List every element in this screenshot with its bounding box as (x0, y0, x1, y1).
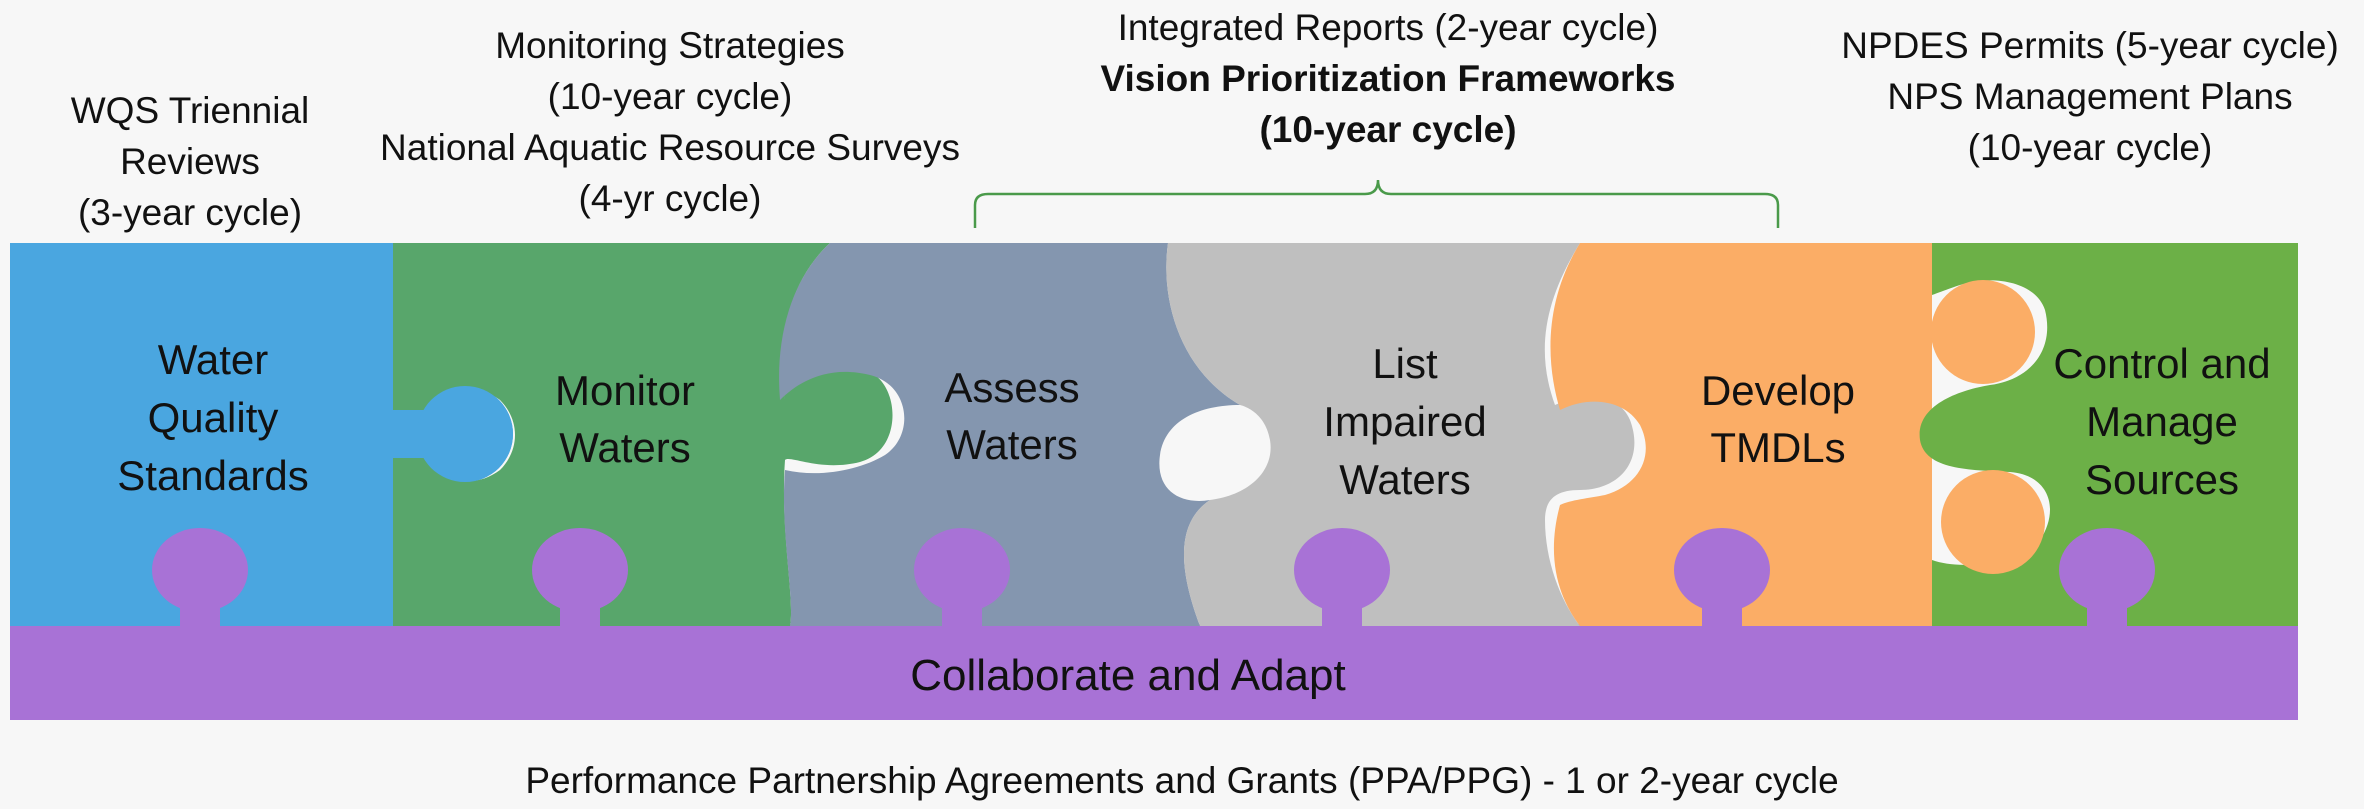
monitoring-line-3: National Aquatic Resource Surveys (380, 127, 960, 168)
piece-list-impaired-waters (1166, 243, 1635, 626)
collaborate-base-bar (10, 624, 2298, 720)
piece-label-line: Standards (117, 452, 308, 499)
purple-peg (1674, 528, 1770, 627)
purple-peg (532, 528, 628, 627)
piece-develop-tmdls (1540, 243, 1932, 626)
integrated-line-1: Integrated Reports (2-year cycle) (1117, 7, 1659, 48)
piece-label-line: Sources (2085, 456, 2239, 503)
piece-monitor-waters (393, 243, 893, 626)
piece-label-line: List (1372, 340, 1438, 387)
wqs-line-1: WQS Triennial (70, 90, 310, 131)
purple-pegs (152, 528, 2155, 627)
purple-peg (152, 528, 248, 627)
wqs-cycle-label: WQS Triennial Reviews (3-year cycle) (71, 85, 310, 238)
collaborate-adapt-label: Collaborate and Adapt (910, 651, 1345, 700)
wqs-line-3: (3-year cycle) (77, 192, 303, 233)
npdes-line-3: (10-year cycle) (1967, 127, 2213, 168)
piece-label-line: Impaired (1323, 398, 1486, 445)
purple-peg (2059, 528, 2155, 627)
monitoring-line-2: (10-year cycle) (547, 76, 793, 117)
integrated-line-2: Vision Prioritization Frameworks (1100, 58, 1676, 99)
piece-label-line: Waters (946, 421, 1077, 468)
purple-peg (1294, 528, 1390, 627)
monitoring-cycle-label: Monitoring Strategies (10-year cycle) Na… (380, 20, 960, 224)
piece-label-line: Control and (2053, 340, 2270, 387)
piece-label-line: Develop (1701, 367, 1855, 414)
ppa-ppg-note: Performance Partnership Agreements and G… (525, 760, 1839, 801)
npdes-line-1: NPDES Permits (5-year cycle) (1841, 25, 2339, 66)
purple-peg (914, 528, 1010, 627)
monitoring-line-1: Monitoring Strategies (495, 25, 845, 66)
piece-label-line: Water (158, 336, 268, 383)
piece-label-line: Assess (944, 364, 1079, 411)
integrated-cycle-label: Integrated Reports (2-year cycle) Vision… (1100, 2, 1675, 155)
piece-label-line: Waters (1339, 456, 1470, 503)
piece-assess-waters (779, 243, 1240, 626)
wqs-line-2: Reviews (120, 141, 260, 182)
piece-label-line: Waters (559, 424, 690, 471)
monitoring-line-4: (4-yr cycle) (578, 178, 762, 219)
piece-label-line: Monitor (555, 367, 695, 414)
integrated-bracket (973, 179, 1780, 228)
npdes-line-2: NPS Management Plans (1887, 76, 2293, 117)
piece-label-line: TMDLs (1710, 424, 1845, 471)
npdes-cycle-label: NPDES Permits (5-year cycle) NPS Managem… (1841, 20, 2339, 173)
piece-label-line: Quality (148, 394, 279, 441)
piece-control-manage-sources (1919, 243, 2298, 626)
piece-label-line: Manage (2086, 398, 2238, 445)
integrated-line-3: (10-year cycle) (1259, 109, 1517, 150)
